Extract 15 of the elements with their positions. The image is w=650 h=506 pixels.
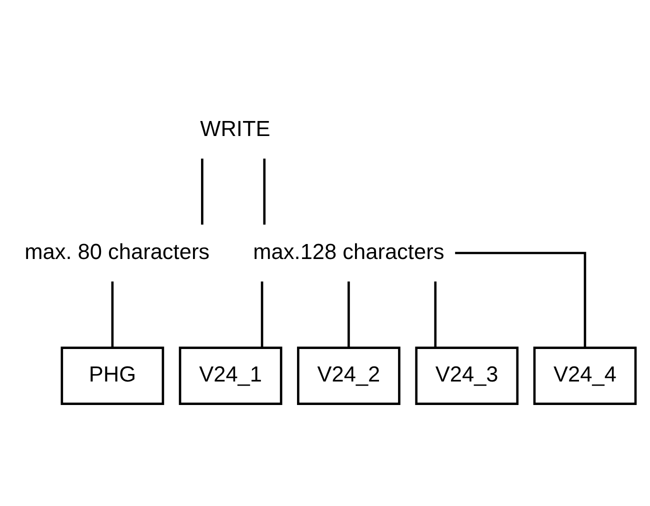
node-text: max. 80 characters [24, 238, 210, 264]
node-text: max.128 characters [253, 238, 444, 264]
node-box: V24_1 [178, 346, 282, 405]
connector [348, 281, 350, 348]
node-box: V24_2 [297, 346, 400, 405]
connector [111, 281, 114, 348]
connector [201, 158, 204, 225]
connector [263, 158, 266, 225]
connector [260, 281, 264, 348]
node-box: PHG [60, 346, 164, 405]
connector [434, 281, 437, 348]
node-box: V24_4 [533, 346, 637, 405]
node-text: WRITE [200, 116, 270, 141]
node-box: V24_3 [415, 346, 519, 405]
connector [455, 252, 586, 348]
